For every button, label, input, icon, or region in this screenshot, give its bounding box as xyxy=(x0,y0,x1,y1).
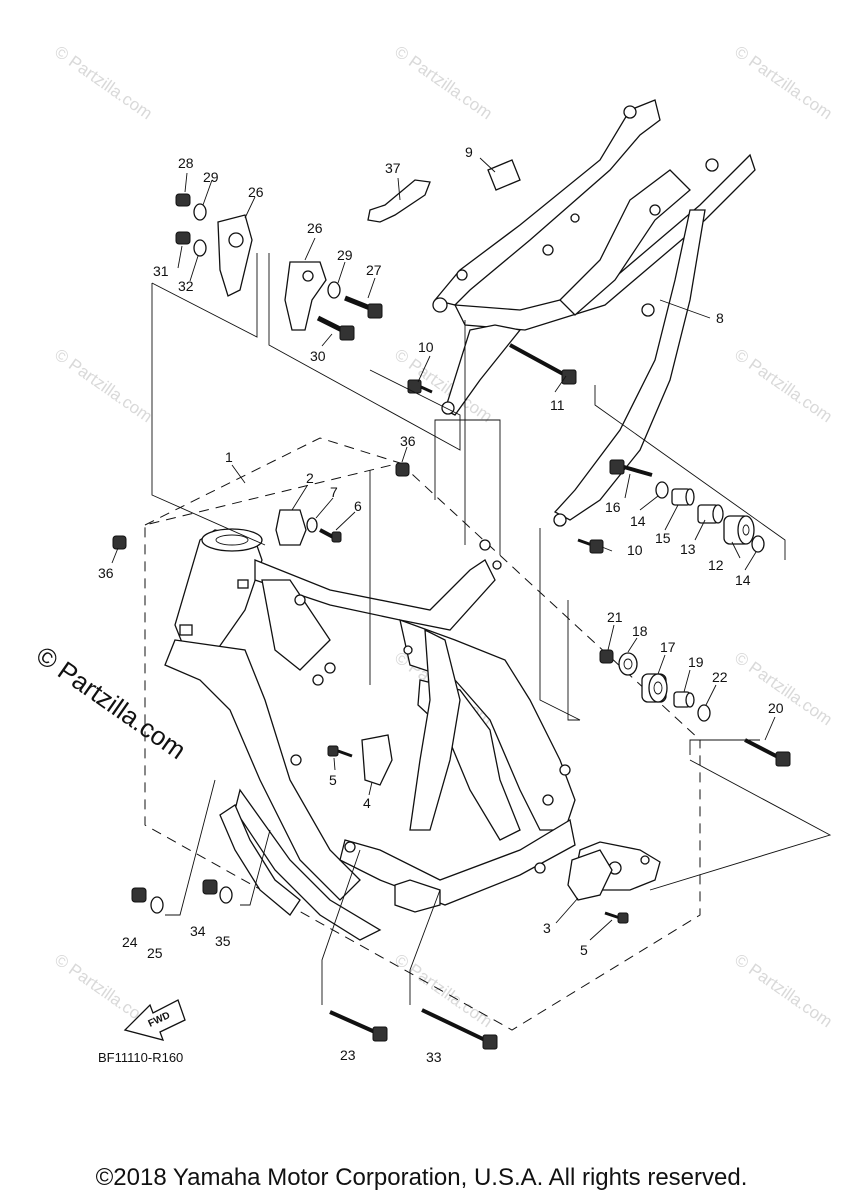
bolt-20[interactable] xyxy=(744,738,791,767)
bolt-6[interactable] xyxy=(319,528,342,543)
callout-31: 31 xyxy=(153,263,169,279)
callout-26-right: 26 xyxy=(307,220,323,236)
washer-25[interactable] xyxy=(150,896,164,914)
bracket-37[interactable] xyxy=(367,179,431,223)
callout-4: 4 xyxy=(363,795,371,811)
callout-6: 6 xyxy=(354,498,362,514)
washer-22[interactable] xyxy=(697,704,711,722)
engine-mount-plate-left[interactable] xyxy=(217,214,253,297)
collar-19[interactable] xyxy=(673,691,695,708)
washer-7[interactable] xyxy=(306,517,318,533)
callout-37: 37 xyxy=(385,160,401,176)
nut-24[interactable] xyxy=(131,887,147,903)
washer-32[interactable] xyxy=(193,239,207,257)
nut-34[interactable] xyxy=(202,879,218,895)
nut-28[interactable] xyxy=(175,193,191,207)
collar-18[interactable] xyxy=(618,652,638,676)
collar-13[interactable] xyxy=(697,504,724,524)
bushing-17[interactable] xyxy=(641,673,668,703)
callout-29-right: 29 xyxy=(337,247,353,263)
callout-13: 13 xyxy=(680,541,696,557)
callout-25: 25 xyxy=(147,945,163,961)
nut-21[interactable] xyxy=(599,649,614,664)
callout-5-right: 5 xyxy=(580,942,588,958)
callout-33: 33 xyxy=(426,1049,442,1065)
bolt-33[interactable] xyxy=(421,1008,498,1050)
bolt-5-left[interactable] xyxy=(327,745,353,758)
callout-24: 24 xyxy=(122,934,138,950)
collar-15[interactable] xyxy=(671,488,695,506)
washer-29-left[interactable] xyxy=(193,203,207,221)
bolt-10-lower[interactable] xyxy=(577,538,604,554)
clamp-2[interactable] xyxy=(275,509,307,546)
callout-8: 8 xyxy=(716,310,724,326)
callout-16: 16 xyxy=(605,499,621,515)
callout-36-upper: 36 xyxy=(400,433,416,449)
bracket-3[interactable] xyxy=(567,849,613,901)
callout-21: 21 xyxy=(607,609,623,625)
bolt-27[interactable] xyxy=(344,295,383,319)
bolt-5-right[interactable] xyxy=(604,911,629,924)
leader-lines xyxy=(111,157,832,1005)
engine-mount-plate-right[interactable] xyxy=(284,261,327,331)
callout-10-upper: 10 xyxy=(418,339,434,355)
callout-27: 27 xyxy=(366,262,382,278)
callout-30: 30 xyxy=(310,348,326,364)
diagram-code: BF11110-R160 xyxy=(98,1050,184,1065)
sub-frame[interactable] xyxy=(432,99,756,527)
callout-17: 17 xyxy=(660,639,676,655)
callout-18: 18 xyxy=(632,623,648,639)
bolt-10-upper[interactable] xyxy=(407,379,433,394)
bolt-11[interactable] xyxy=(509,343,577,385)
callout-1: 1 xyxy=(225,449,233,465)
callout-36-left: 36 xyxy=(98,565,114,581)
bolt-23[interactable] xyxy=(329,1010,388,1042)
washer-14-inner[interactable] xyxy=(655,481,669,499)
washer-14-outer[interactable] xyxy=(751,535,765,553)
bushing-12[interactable] xyxy=(723,515,755,545)
callout-11: 11 xyxy=(550,397,565,413)
callout-3: 3 xyxy=(543,920,551,936)
bracket-4[interactable] xyxy=(361,734,393,786)
callout-26-left: 26 xyxy=(248,184,264,200)
copyright-notice: ©2018 Yamaha Motor Corporation, U.S.A. A… xyxy=(95,1164,748,1191)
callout-29-left: 29 xyxy=(203,169,219,185)
nut-36-upper[interactable] xyxy=(395,462,410,477)
main-frame[interactable] xyxy=(164,528,661,941)
callout-22: 22 xyxy=(712,669,728,685)
callout-35: 35 xyxy=(215,933,231,949)
callout-2: 2 xyxy=(306,470,314,486)
washer-29-right[interactable] xyxy=(327,281,341,299)
callout-19: 19 xyxy=(688,654,704,670)
washer-35[interactable] xyxy=(219,886,233,904)
callout-14-outer: 14 xyxy=(735,572,751,588)
callout-10-lower: 10 xyxy=(627,542,643,558)
callout-34: 34 xyxy=(190,923,206,939)
callout-labels: 1 2 3 4 5 5 6 7 8 9 10 10 11 12 13 14 14… xyxy=(98,144,784,1065)
subframe-rubber-damper[interactable] xyxy=(487,159,521,191)
callout-9: 9 xyxy=(465,144,473,160)
frame-dashed-outline xyxy=(144,437,701,1031)
callout-20: 20 xyxy=(768,700,784,716)
bolt-30[interactable] xyxy=(316,315,355,341)
callout-28: 28 xyxy=(178,155,194,171)
callout-12: 12 xyxy=(708,557,724,573)
callout-14-inner: 14 xyxy=(630,513,646,529)
callout-15: 15 xyxy=(655,530,671,546)
callout-23: 23 xyxy=(340,1047,356,1063)
callout-5-left: 5 xyxy=(329,772,337,788)
nut-36-left[interactable] xyxy=(112,535,127,550)
callout-7: 7 xyxy=(330,484,338,500)
forward-direction-arrow: FWD xyxy=(123,999,186,1041)
callout-32: 32 xyxy=(178,278,194,294)
bolt-16[interactable] xyxy=(609,459,653,477)
nut-31[interactable] xyxy=(175,231,191,245)
